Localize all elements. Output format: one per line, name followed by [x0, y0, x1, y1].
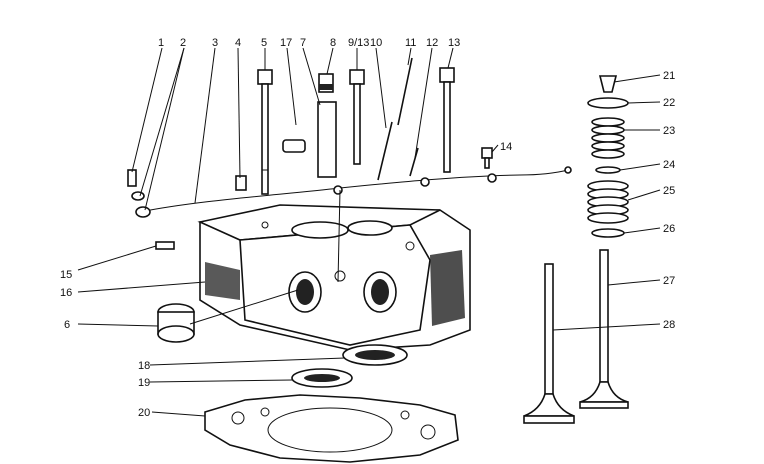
head-gasket-20: [204, 394, 459, 463]
fitting-1: [127, 169, 137, 187]
label-26: 26: [663, 223, 675, 235]
label-5: 5: [261, 37, 267, 49]
liner-6: [157, 303, 195, 343]
label-8: 8: [330, 37, 336, 49]
part-labels: 1 2 3 4 5 17 7 8 9/13 10 11 12 13 14 15 …: [60, 37, 675, 419]
label-4: 4: [235, 37, 241, 49]
ring-19: [291, 368, 353, 388]
spring-retainer-22: [587, 97, 629, 109]
label-9-13: 9/13: [348, 37, 369, 49]
label-2: 2: [180, 37, 186, 49]
label-28: 28: [663, 319, 675, 331]
valve-cotter-21: [598, 75, 618, 93]
label-13: 13: [448, 37, 460, 49]
label-3: 3: [212, 37, 218, 49]
washer-2: [131, 191, 151, 218]
label-21: 21: [663, 70, 675, 82]
label-7: 7: [300, 37, 306, 49]
label-17: 17: [280, 37, 292, 49]
cylinder-head-block: [197, 204, 471, 351]
label-19: 19: [138, 377, 150, 389]
label-16: 16: [60, 287, 72, 299]
outer-spring-23: [591, 117, 625, 159]
valve-27: [579, 249, 629, 409]
label-6: 6: [64, 319, 70, 331]
ring-17: [282, 139, 306, 153]
head-bolt-5: [257, 69, 273, 195]
label-24: 24: [663, 159, 675, 171]
inner-spring-25: [587, 180, 629, 224]
label-27: 27: [663, 275, 675, 287]
leader-lines: [77, 47, 661, 417]
head-bolt-9-13: [349, 69, 365, 165]
label-14: 14: [500, 141, 512, 153]
label-11: 11: [405, 37, 416, 49]
sleeve-8: [318, 73, 334, 93]
pushrod-11: [397, 57, 413, 126]
label-23: 23: [663, 125, 675, 137]
fuel-pipe: [139, 166, 572, 213]
fitting-4: [235, 175, 247, 191]
spring-seat-26: [591, 228, 625, 238]
ring-18: [342, 344, 408, 366]
label-15: 15: [60, 269, 72, 281]
valve-28: [523, 263, 575, 424]
pushrod-10: [377, 121, 393, 181]
head-bolt-13: [439, 67, 455, 173]
label-18: 18: [138, 360, 150, 372]
pushrod-12: [409, 147, 419, 177]
label-20: 20: [138, 407, 150, 419]
label-22: 22: [663, 97, 675, 109]
bolt-14: [481, 147, 493, 169]
stud-15: [155, 241, 175, 250]
label-12: 12: [426, 37, 438, 49]
washer-24: [595, 166, 621, 174]
sleeve-7: [317, 101, 337, 178]
label-1: 1: [158, 37, 164, 49]
label-10: 10: [370, 37, 382, 49]
label-25: 25: [663, 185, 675, 197]
